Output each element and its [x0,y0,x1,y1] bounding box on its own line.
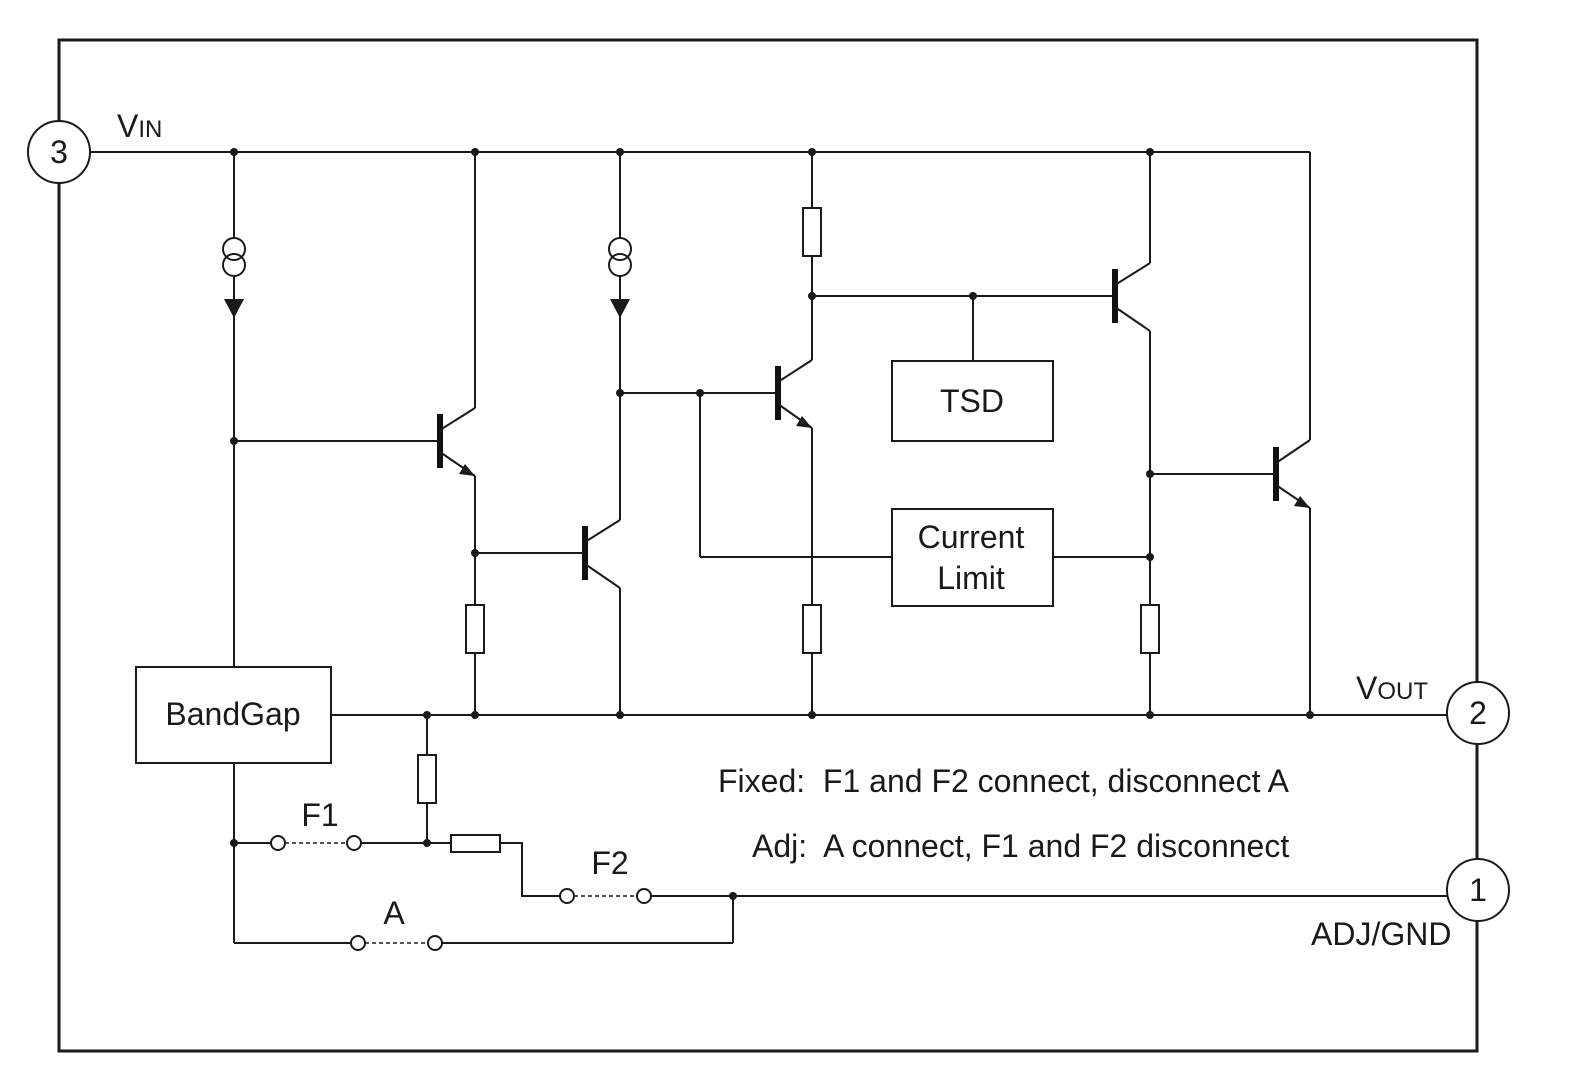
resistor-r5 [417,754,437,804]
junction-dot [230,437,238,445]
junction-dot [230,839,238,847]
q1-emitter-arrow-icon [459,464,475,476]
tsd-label: TSD [940,383,1004,419]
junction-dot [1306,711,1314,719]
q2-emitter [584,563,621,589]
junction-dot [729,892,737,900]
pin-vout-label-main: V [1356,670,1378,706]
junction-dot [1146,470,1154,478]
pin-vin-circle [27,120,91,184]
pin-vin-number: 3 [50,134,68,170]
pin-vout-number: 2 [1469,695,1487,731]
junction-dot [808,711,816,719]
resistor-r4 [1140,604,1160,654]
package-frame [57,38,1479,1053]
q5-emitter [1114,306,1151,332]
tsd-block [891,360,1054,442]
q3-collector [777,359,813,383]
f2-contact-left [559,888,575,904]
current-source-1-icon-b [222,253,246,277]
junction-dots [230,148,1314,900]
pin-vout-circle [1446,681,1510,745]
note-adj: Adj: A connect, F1 and F2 disconnect [752,828,1289,864]
junction-dot [1146,148,1154,156]
q3-emitter-arrow-icon [796,416,812,428]
junction-dot [471,711,479,719]
bandgap-label: BandGap [165,696,300,732]
junction-dot [230,148,238,156]
resistor-r2 [802,207,822,257]
a-contact-right [427,935,443,951]
q1-collector [439,407,476,431]
cs1-arrow-icon [224,299,244,318]
pin-adj-label: ADJ/GND [1311,916,1451,952]
q6-collector [1275,439,1311,464]
junction-dot [1146,553,1154,561]
junction-dot [616,148,624,156]
f1-contact-left [270,835,286,851]
pin-vin-label-sub: IN [138,116,162,143]
current-limit-label-line2: Limit [937,560,1005,596]
junction-dot [696,389,704,397]
q6-emitter-arrow-icon [1294,496,1310,508]
pin-adj-number: 1 [1469,872,1487,908]
current-source-1-icon [222,237,246,261]
f1-contact-right [346,835,362,851]
current-limit-label-line1: Current [918,519,1025,555]
q2-collector [584,519,621,543]
junction-dot [616,389,624,397]
pin-vin-label-main: V [117,108,139,144]
resistor-r3 [802,604,822,654]
junction-dot [808,292,816,300]
note-fixed: Fixed: F1 and F2 connect, disconnect A [718,763,1290,799]
pin-vout-label: VOUT [1356,670,1428,706]
current-limit-block [891,508,1054,607]
a-label: A [383,895,405,931]
current-source-2-icon [608,237,632,261]
pin-adj-circle [1446,858,1510,922]
pin-vout-label-sub: OUT [1377,678,1428,705]
q5-collector [1114,262,1151,286]
junction-dot [1146,711,1154,719]
a-contact-left [350,935,366,951]
resistor-r1 [465,604,485,654]
f2-label: F2 [591,845,628,881]
f2-contact-right [636,888,652,904]
f1-label: F1 [301,797,338,833]
junction-dot [969,292,977,300]
junction-dot [808,148,816,156]
junction-dot [471,549,479,557]
junction-dot [471,148,479,156]
junction-dot [616,711,624,719]
pin-vin-label: VIN [117,108,162,144]
r6-to-f2-wire [500,842,560,897]
current-source-2-icon-b [608,253,632,277]
junction-dot [423,711,431,719]
junction-dot [423,839,431,847]
cs2-arrow-icon [610,299,630,318]
resistor-r6 [450,834,501,853]
